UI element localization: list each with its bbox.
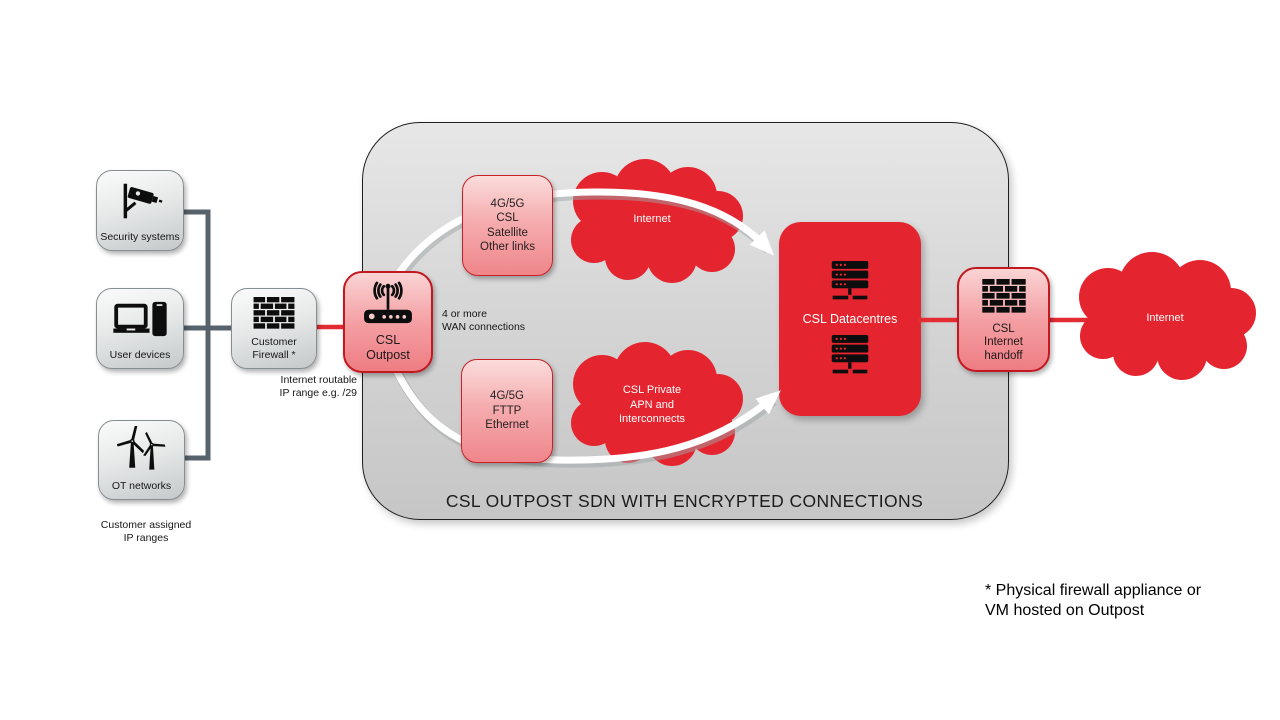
wan-connections-annotation: 4 or more WAN connections [442, 308, 526, 333]
internet-cloud-right-shape [1079, 252, 1256, 380]
internet-routable-annotation: Internet routable IP range e.g. /29 [279, 374, 357, 399]
private-apn-cloud-shape [571, 342, 743, 466]
customer-trunk-connector [183, 209, 211, 461]
laptop-phone-icon [97, 289, 183, 349]
node-label: User devices [109, 348, 171, 361]
encrypted-tunnel-bottom [390, 364, 781, 464]
customer-ip-annotation: Customer assigned IP ranges [100, 519, 192, 544]
node-label: OT networks [111, 479, 172, 492]
firewall-bricks-icon [232, 289, 316, 336]
internet-cloud-right-label: Internet [1146, 312, 1184, 324]
node-security-systems: Security systems [96, 170, 184, 251]
private-apn-cloud-label: CSL Private APN and Interconnects [618, 384, 686, 425]
node-internet-handoff: CSL Internet handoff [957, 267, 1050, 372]
node-wan-links-bottom: 4G/5G FTTP Ethernet [461, 359, 553, 463]
server-rack-icon [827, 261, 873, 303]
cctv-camera-icon [97, 171, 183, 231]
node-label: Security systems [100, 230, 180, 243]
node-csl-datacentres: CSL Datacentres [779, 222, 921, 416]
encrypted-tunnel-top [388, 188, 775, 286]
sdn-caption: CSL OUTPOST SDN WITH ENCRYPTED CONNECTIO… [445, 491, 924, 511]
node-user-devices: User devices [96, 288, 184, 369]
firewall-footnote: * Physical firewall appliance or VM host… [985, 582, 1202, 619]
internet-cloud-top-shape [571, 159, 743, 283]
internet-cloud-top-label: Internet [633, 213, 671, 225]
node-label: CSL Internet handoff [984, 322, 1023, 362]
server-rack-icon [827, 335, 873, 377]
node-label: 4G/5G CSL Satellite Other links [480, 197, 535, 254]
firewall-bricks-icon [981, 269, 1026, 323]
wifi-router-icon [360, 273, 416, 333]
node-label: CSL Datacentres [802, 312, 898, 326]
wind-turbines-icon [99, 421, 184, 480]
node-wan-links-top: 4G/5G CSL Satellite Other links [462, 175, 553, 276]
node-label: 4G/5G FTTP Ethernet [485, 390, 529, 432]
node-ot-networks: OT networks [98, 420, 185, 500]
